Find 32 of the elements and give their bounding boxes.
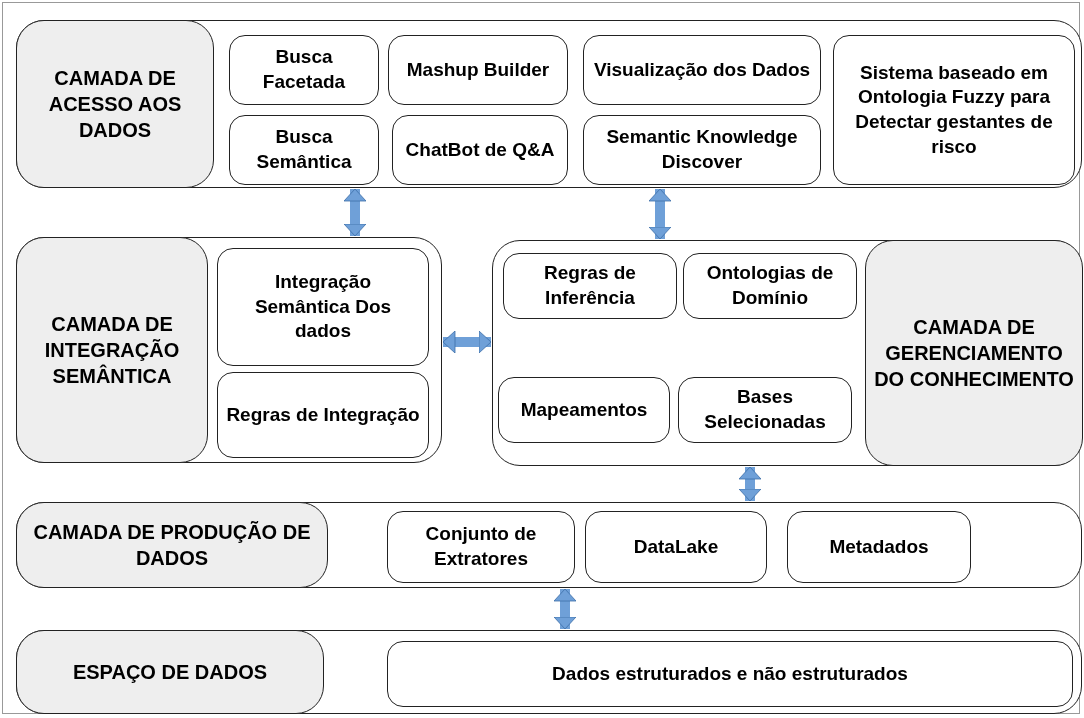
component-box: DataLake (585, 511, 767, 583)
component-box: Conjunto de Extratores (387, 511, 575, 583)
layer-title: CAMADA DE INTEGRAÇÃO SEMÂNTICA (16, 237, 208, 463)
component-box: Metadados (787, 511, 971, 583)
component-box: Semantic Knowledge Discover (583, 115, 821, 185)
component-box: Regras de Integração (217, 372, 429, 458)
layer-title: CAMADA DE ACESSO AOS DADOS (16, 20, 214, 188)
component-box: Sistema baseado em Ontologia Fuzzy para Detectar gestantes de risco (833, 35, 1075, 185)
component-box: Regras de Inferência (503, 253, 677, 319)
component-box: Ontologias de Domínio (683, 253, 857, 319)
layer-panel (16, 20, 1082, 188)
layer-panel (16, 237, 442, 463)
component-box: Busca Semântica (229, 115, 379, 185)
component-box: Mapeamentos (498, 377, 670, 443)
layer-title: CAMADA DE PRODUÇÃO DE DADOS (16, 502, 328, 588)
layer-panel (16, 502, 1082, 588)
component-box: ChatBot de Q&A (392, 115, 568, 185)
component-box: Bases Selecionadas (678, 377, 852, 443)
double-arrow (343, 188, 367, 237)
component-box: Dados estruturados e não estruturados (387, 641, 1073, 707)
double-arrow (648, 188, 672, 240)
layer-panel (16, 630, 1082, 714)
component-box: Integração Semântica Dos dados (217, 248, 429, 366)
layer-title: ESPAÇO DE DADOS (16, 630, 324, 714)
component-box: Busca Facetada (229, 35, 379, 105)
component-box: Visualização dos Dados (583, 35, 821, 105)
double-arrow (442, 330, 492, 354)
double-arrow (738, 466, 762, 502)
layer-title: CAMADA DE GERENCIAMENTO DO CONHECIMENTO (865, 240, 1083, 466)
component-box: Mashup Builder (388, 35, 568, 105)
layer-panel (492, 240, 1082, 466)
double-arrow (553, 588, 577, 630)
